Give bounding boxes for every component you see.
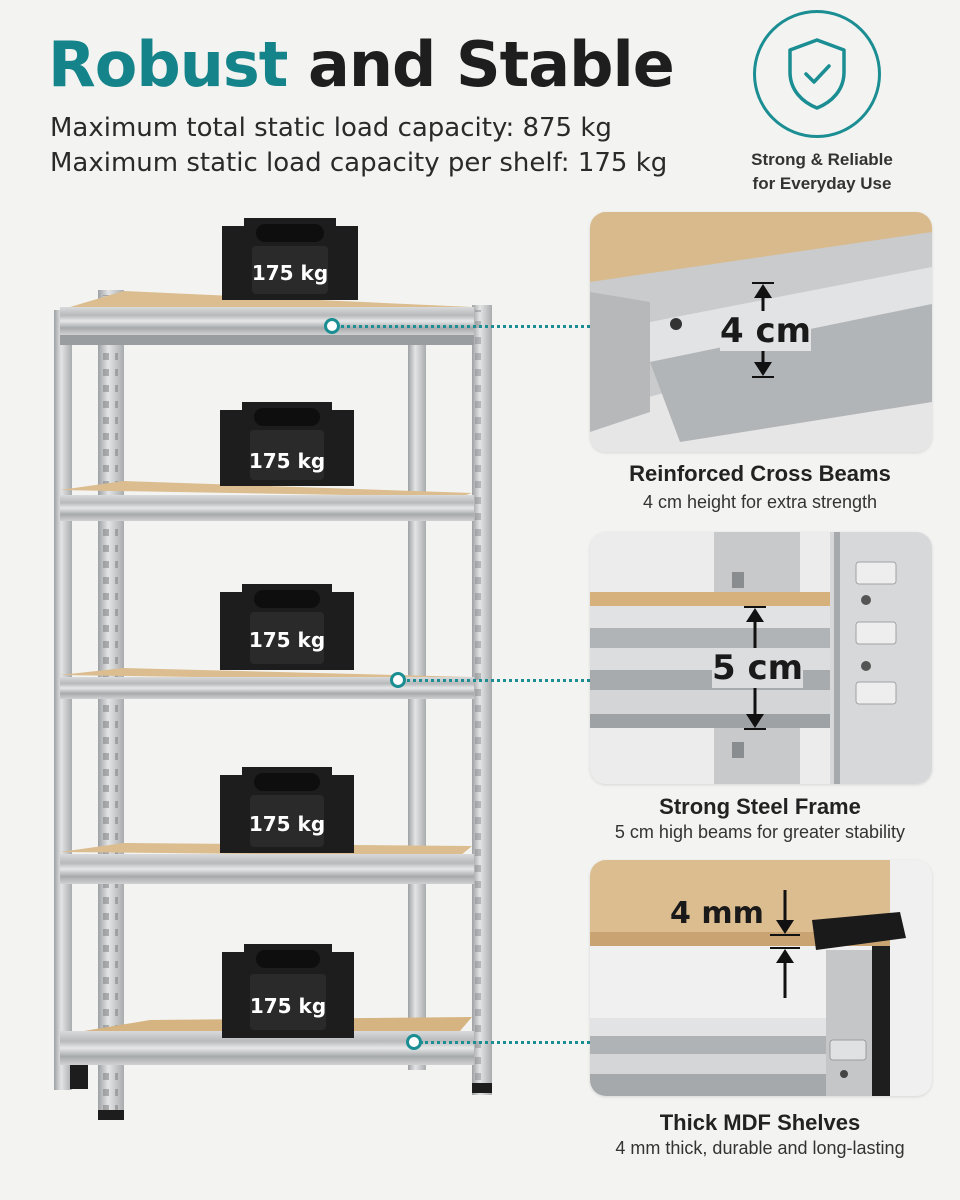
feature-title: Strong Steel Frame (659, 794, 861, 819)
callout-dot (390, 672, 406, 688)
feature-title: Reinforced Cross Beams (629, 461, 891, 486)
badge-line-2: for Everyday Use (752, 174, 892, 193)
title-rest: and Stable (308, 28, 675, 101)
mdf-shelf-detail-photo (590, 860, 932, 1096)
shelving-unit-illustration (54, 290, 492, 1120)
weight-label: 175 kg (248, 812, 326, 836)
callout-dot (406, 1034, 422, 1050)
dimension-arrow (770, 890, 800, 998)
badge-line-1: Strong & Reliable (751, 150, 893, 169)
feature-subtitle: 5 cm high beams for greater stability (614, 822, 906, 842)
dimension-label: 5 cm (712, 648, 804, 688)
badge-caption: Strong & Reliable for Everyday Use (700, 148, 944, 196)
feature-subtitle: 4 mm thick, durable and long-lasting (615, 1138, 905, 1158)
weight-block: 175 kg (222, 218, 358, 300)
weight-label: 175 kg (251, 261, 329, 285)
badge (753, 10, 881, 138)
spec-total-load: Maximum total static load capacity: 875 … (50, 113, 612, 143)
spec-shelf-load: Maximum static load capacity per shelf: … (50, 148, 668, 178)
feature-title: Thick MDF Shelves (659, 1110, 861, 1135)
page-title: Robust and Stable (48, 34, 675, 96)
weight-block: 175 kg (220, 584, 354, 670)
weight-label: 175 kg (248, 628, 326, 652)
shelf-1 (60, 291, 474, 345)
weight-block: 175 kg (220, 402, 354, 486)
dimension-label: 4 cm (720, 311, 812, 351)
feature-subtitle: 4 cm height for extra strength (642, 492, 878, 512)
weight-label: 175 kg (248, 449, 326, 473)
leader-line (420, 1041, 590, 1044)
leader-line (336, 325, 590, 328)
shelf-2 (60, 481, 474, 521)
weight-block: 175 kg (222, 944, 354, 1038)
shelf-3 (60, 668, 474, 699)
back-post-left (54, 310, 72, 1090)
title-accent: Robust (48, 28, 288, 101)
shield-check-icon (788, 38, 846, 110)
shelf-4 (60, 843, 474, 884)
dimension-label: 4 mm (670, 896, 764, 931)
weight-block: 175 kg (220, 767, 354, 853)
weight-label: 175 kg (249, 994, 327, 1018)
steel-frame-detail-photo (590, 532, 932, 784)
callout-dot (324, 318, 340, 334)
leader-line (402, 679, 590, 682)
